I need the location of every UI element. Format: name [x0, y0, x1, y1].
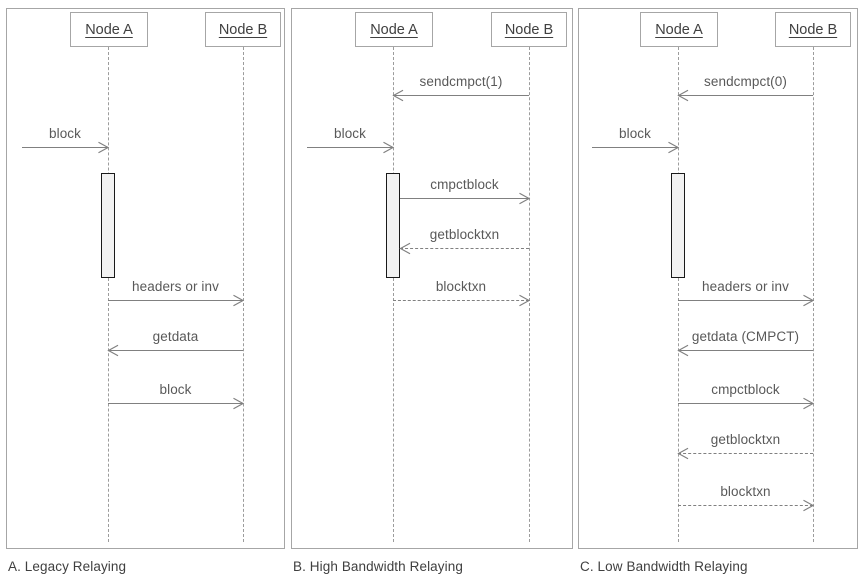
message-line	[22, 147, 108, 148]
message-label: cmpctblock	[711, 382, 780, 397]
actor-box-node-b: Node B	[775, 12, 851, 47]
message-label: headers or inv	[702, 279, 789, 294]
arrowhead-icon	[383, 141, 395, 153]
message-label: block	[618, 126, 651, 141]
message-line	[108, 403, 243, 404]
actor-box-node-b: Node B	[491, 12, 567, 47]
arrowhead-icon	[519, 192, 531, 204]
panel-caption-c: C. Low Bandwidth Relaying	[580, 559, 748, 574]
message-line	[678, 95, 813, 96]
actor-box-node-b: Node B	[205, 12, 281, 47]
message-line	[678, 453, 813, 454]
arrowhead-icon	[803, 397, 815, 409]
diagram-panel-c	[578, 8, 858, 549]
lifeline-node-b	[529, 47, 530, 542]
message-label: sendcmpct(1)	[419, 74, 503, 89]
message-line	[678, 505, 813, 506]
lifeline-node-a	[393, 47, 394, 542]
message-label: getdata (CMPCT)	[691, 329, 800, 344]
message-line	[393, 300, 529, 301]
message-line	[307, 147, 393, 148]
lifeline-node-a	[108, 47, 109, 542]
actor-box-node-a: Node A	[70, 12, 148, 47]
arrowhead-icon	[392, 89, 404, 101]
message-label: cmpctblock	[430, 177, 499, 192]
message-line	[108, 300, 243, 301]
message-line	[592, 147, 678, 148]
activation-bar	[101, 173, 115, 278]
panel-caption-b: B. High Bandwidth Relaying	[293, 559, 463, 574]
message-label: headers or inv	[132, 279, 219, 294]
message-line	[678, 403, 813, 404]
arrowhead-icon	[677, 447, 689, 459]
activation-bar	[386, 173, 400, 278]
actor-label: Node B	[218, 21, 268, 38]
actor-box-node-a: Node A	[640, 12, 718, 47]
arrowhead-icon	[803, 499, 815, 511]
message-line	[678, 300, 813, 301]
message-line	[400, 248, 529, 249]
activation-bar	[671, 173, 685, 278]
message-label: block	[159, 382, 192, 397]
message-label: block	[333, 126, 366, 141]
actor-label: Node A	[655, 21, 703, 38]
message-label: blocktxn	[435, 279, 487, 294]
arrowhead-icon	[677, 344, 689, 356]
message-line	[400, 198, 529, 199]
message-label: block	[48, 126, 81, 141]
actor-box-node-a: Node A	[355, 12, 433, 47]
lifeline-node-b	[813, 47, 814, 542]
lifeline-node-a	[678, 47, 679, 542]
message-label: getblocktxn	[429, 227, 500, 242]
diagram-panel-b	[291, 8, 573, 549]
message-line	[393, 95, 529, 96]
diagram-panel-a	[6, 8, 285, 549]
actor-label: Node A	[370, 21, 418, 38]
message-line	[108, 350, 243, 351]
arrowhead-icon	[668, 141, 680, 153]
arrowhead-icon	[399, 242, 411, 254]
actor-label: Node B	[504, 21, 554, 38]
arrowhead-icon	[233, 397, 245, 409]
arrowhead-icon	[803, 294, 815, 306]
message-label: getblocktxn	[710, 432, 781, 447]
message-label: blocktxn	[720, 484, 771, 499]
arrowhead-icon	[677, 89, 689, 101]
arrowhead-icon	[98, 141, 110, 153]
actor-label: Node A	[85, 21, 133, 38]
message-label: sendcmpct(0)	[704, 74, 787, 89]
actor-label: Node B	[788, 21, 838, 38]
arrowhead-icon	[107, 344, 119, 356]
arrowhead-icon	[519, 294, 531, 306]
panel-caption-a: A. Legacy Relaying	[8, 559, 127, 574]
lifeline-node-b	[243, 47, 244, 542]
arrowhead-icon	[233, 294, 245, 306]
message-line	[678, 350, 813, 351]
message-label: getdata	[152, 329, 199, 344]
